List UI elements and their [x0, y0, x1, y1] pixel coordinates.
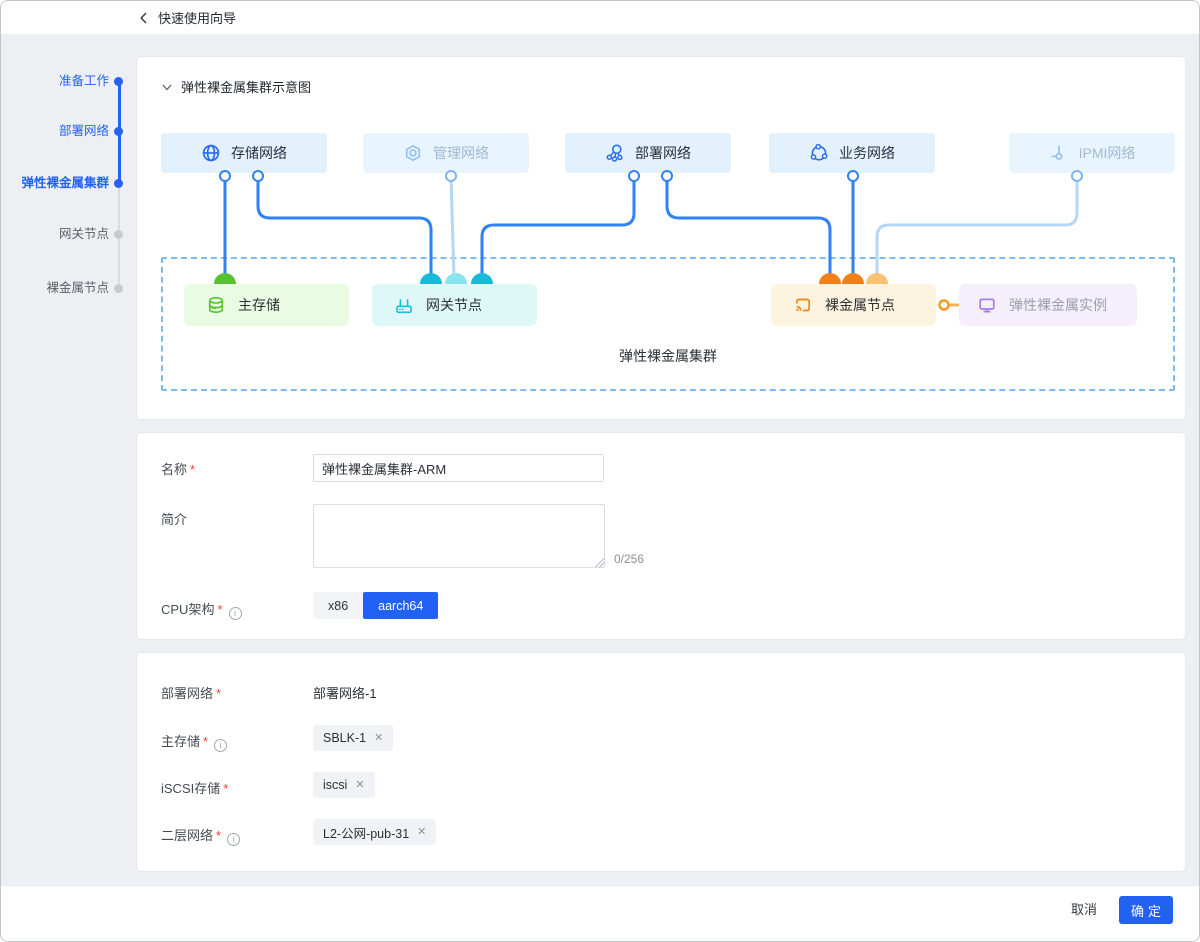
port-dot: [219, 170, 231, 182]
cpu-option-x86[interactable]: x86: [313, 592, 364, 619]
desc-label: 简介: [161, 512, 188, 527]
required-mark: *: [217, 602, 223, 617]
info-icon[interactable]: i: [214, 739, 228, 752]
step-dot[interactable]: [114, 178, 123, 188]
required-mark: *: [190, 462, 196, 477]
step-cluster[interactable]: 弹性裸金属集群: [21, 176, 109, 190]
node-storage-network: 存储网络: [161, 133, 327, 173]
tag-close-icon[interactable]: ✕: [417, 825, 427, 838]
required-mark: *: [223, 781, 229, 796]
back-chevron-icon[interactable]: [136, 10, 152, 26]
step-network[interactable]: 部署网络: [58, 124, 109, 138]
router-icon: [396, 299, 412, 314]
step-dot[interactable]: [114, 76, 123, 86]
char-counter: 0/256: [614, 552, 645, 566]
cluster-icon: [606, 144, 623, 162]
node-baremetal: 裸金属节点: [771, 284, 936, 326]
step-nav: 准备工作 部署网络 弹性裸金属集群 网关节点 裸金属节点: [1, 35, 137, 335]
name-label: 名称*: [161, 462, 196, 477]
nut-icon: [405, 144, 421, 162]
info-icon[interactable]: i: [228, 607, 242, 620]
probe-icon: [1051, 145, 1063, 160]
port-dot: [661, 170, 673, 182]
port-dot: [847, 170, 859, 182]
network-form-card: 部署网络* 部署网络-1 主存储*i SBLK-1 ✕ iSCSI存储* isc…: [137, 653, 1185, 871]
cast-icon: [795, 298, 811, 312]
primary-storage-label: 主存储*i: [161, 731, 228, 752]
step-dot[interactable]: [114, 283, 123, 293]
step-baremetal[interactable]: 裸金属节点: [46, 281, 109, 295]
node-label: 裸金属节点: [825, 297, 895, 313]
link-cap: [445, 273, 467, 284]
collapse-chevron-icon[interactable]: [161, 81, 173, 93]
tag-text: iscsi: [323, 778, 348, 792]
step-prepare[interactable]: 准备工作: [58, 74, 109, 88]
monitor-icon: [979, 298, 995, 313]
ring-nodes-icon: [810, 143, 828, 161]
primary-storage-tag: SBLK-1 ✕: [313, 725, 394, 751]
node-label: 业务网络: [839, 145, 895, 161]
diagram-card: 弹性裸金属集群示意图 弹性裸金属集群 存储网络: [137, 57, 1185, 419]
node-label: 存储网络: [231, 145, 287, 161]
port-dot: [1071, 170, 1083, 182]
diagram-section-title: 弹性裸金属集群示意图: [181, 80, 312, 95]
footer-bar: 取消 确定: [1, 885, 1199, 941]
resize-handle[interactable]: [595, 558, 604, 567]
required-mark: *: [216, 686, 222, 701]
info-icon[interactable]: i: [227, 833, 241, 846]
basic-form-card: 名称* 简介 0/256 CPU架构*i x86 aarch64: [137, 433, 1185, 639]
node-primary-storage: 主存储: [184, 284, 349, 326]
page-title: 快速使用向导: [158, 11, 237, 26]
deploy-network-label: 部署网络*: [161, 686, 222, 701]
top-bar: 快速使用向导: [1, 1, 1199, 35]
node-label: 管理网络: [433, 145, 489, 161]
tag-text: L2-公网-pub-31: [323, 826, 410, 841]
node-gateway: 网关节点: [372, 284, 537, 326]
cancel-button[interactable]: 取消: [1070, 902, 1097, 917]
iscsi-storage-tag: iscsi ✕: [313, 772, 375, 798]
deploy-network-value: 部署网络-1: [313, 686, 377, 701]
step-dot[interactable]: [114, 229, 123, 239]
node-label: 部署网络: [635, 145, 691, 161]
node-label: 弹性裸金属实例: [1009, 297, 1107, 313]
confirm-button[interactable]: 确定: [1118, 896, 1173, 924]
port-dot: [445, 170, 457, 182]
desc-textarea[interactable]: [313, 504, 605, 568]
node-label: 网关节点: [426, 297, 482, 313]
step-dot[interactable]: [114, 126, 123, 136]
port-dot: [628, 170, 640, 182]
step-gateway[interactable]: 网关节点: [58, 227, 109, 241]
l2-network-label: 二层网络*i: [161, 825, 241, 846]
database-icon: [208, 297, 224, 313]
cluster-label: 弹性裸金属集群: [619, 348, 717, 364]
node-mgmt-network: 管理网络: [363, 133, 529, 173]
cpu-arch-toggle: x86 aarch64: [313, 592, 439, 619]
name-input[interactable]: [313, 454, 604, 482]
node-instance: 弹性裸金属实例: [959, 284, 1137, 326]
globe-icon: [202, 144, 220, 162]
l2-network-tag: L2-公网-pub-31 ✕: [313, 819, 437, 845]
port-dot: [252, 170, 264, 182]
tag-close-icon[interactable]: ✕: [355, 778, 365, 791]
required-mark: *: [216, 828, 222, 843]
node-business-network: 业务网络: [769, 133, 935, 173]
node-label: 主存储: [238, 297, 280, 313]
iscsi-storage-label: iSCSI存储*: [161, 781, 229, 796]
cpu-option-aarch64[interactable]: aarch64: [363, 592, 439, 619]
required-mark: *: [203, 734, 209, 749]
node-deploy-network: 部署网络: [565, 133, 731, 173]
node-label: IPMI网络: [1078, 145, 1136, 161]
tag-text: SBLK-1: [323, 731, 367, 745]
cpu-arch-label: CPU架构*i: [161, 599, 242, 620]
tag-close-icon[interactable]: ✕: [374, 731, 384, 744]
node-ipmi-network: IPMI网络: [1009, 133, 1175, 173]
